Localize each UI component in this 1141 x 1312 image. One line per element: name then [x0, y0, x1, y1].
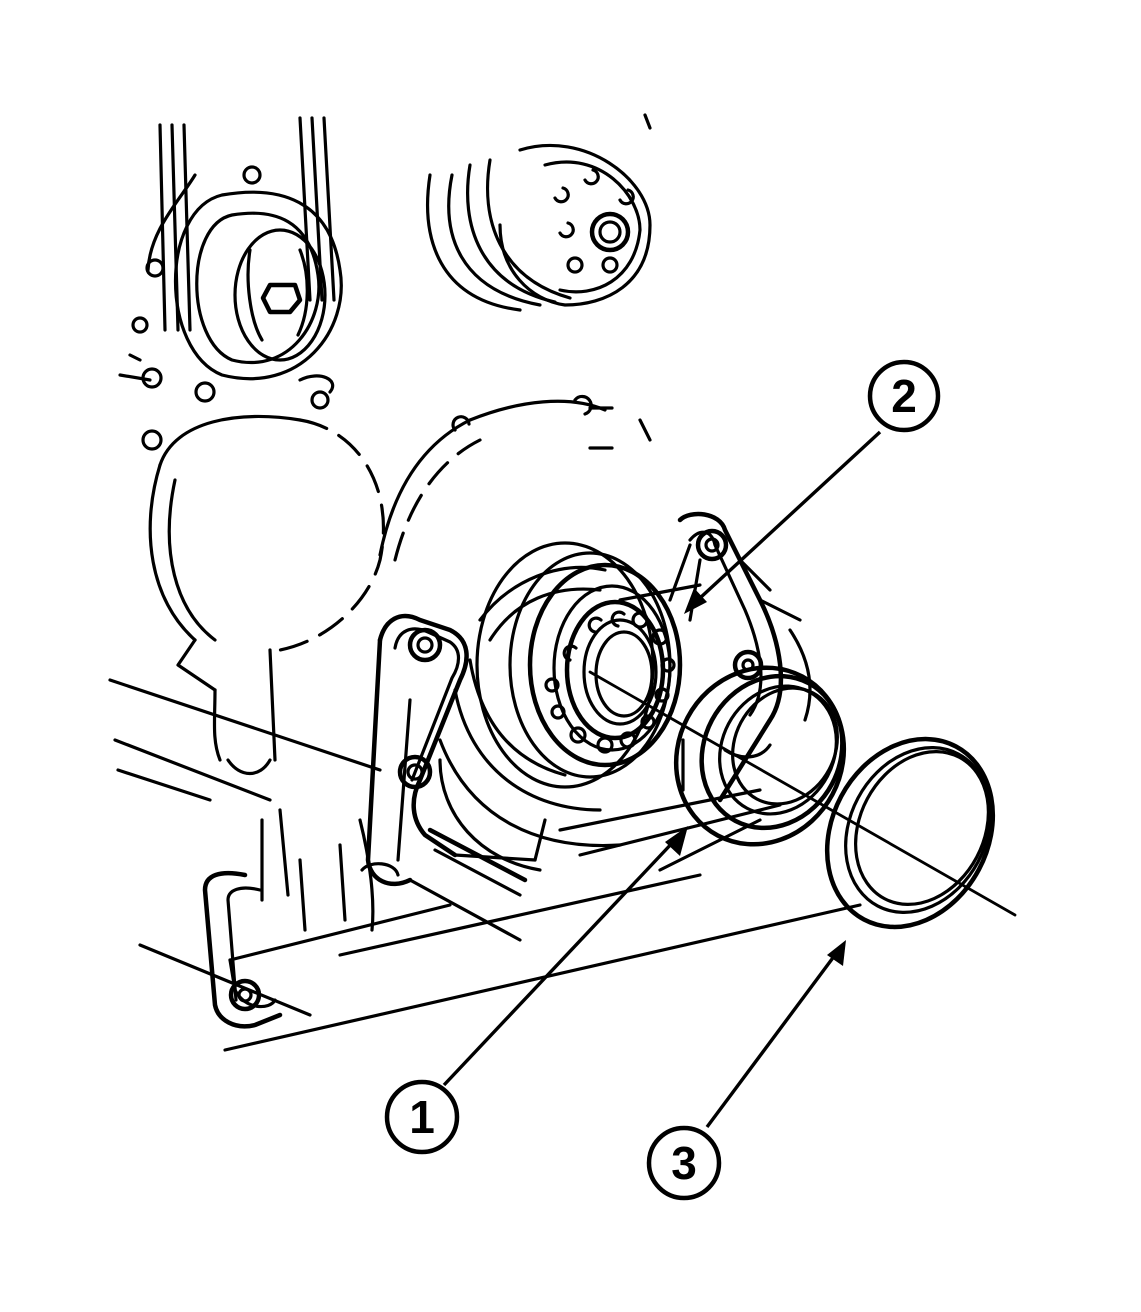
- timing-cover: [148, 394, 652, 776]
- crankshaft-flange: [475, 541, 683, 789]
- seal-housing: [365, 511, 802, 942]
- engine-block-base: [108, 583, 862, 1052]
- callout-3-label: 3: [671, 1137, 697, 1189]
- belt-and-pump-pulley: [118, 116, 343, 451]
- callout-1: 1: [384, 1079, 460, 1155]
- callout-1-leader: [442, 826, 688, 1087]
- crankshaft-pulley: [426, 113, 652, 312]
- wear-sleeve: [824, 736, 996, 930]
- oil-pan-bracket: [202, 808, 400, 1029]
- callout-2-label: 2: [891, 370, 917, 422]
- callout-1-label: 1: [409, 1091, 435, 1143]
- callout-2-leader: [684, 430, 882, 614]
- crankshaft-centerline: [588, 670, 1017, 917]
- callout-3-leader: [705, 940, 846, 1129]
- oil-seal: [673, 665, 847, 847]
- callout-3: 3: [646, 1125, 722, 1201]
- callout-2: 2: [867, 359, 941, 433]
